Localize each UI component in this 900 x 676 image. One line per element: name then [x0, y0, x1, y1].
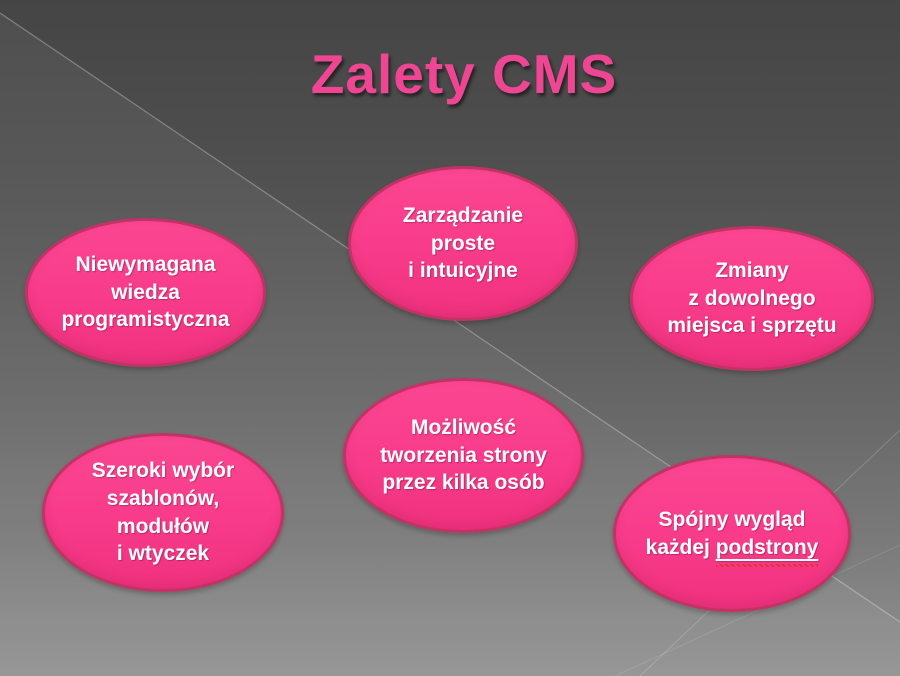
bubble-text-line: miejsca i sprzętu — [667, 314, 837, 338]
bubble-text-line: Szeroki wybór — [91, 459, 235, 483]
bubble-text-line: i intuicyjne — [408, 259, 518, 283]
bubble-text-line: modułów — [116, 514, 210, 538]
bubble-spojny-wyglad: Spójny wygląd każdej podstrony — [613, 455, 851, 612]
bubble-text-line: Zarządzanie — [402, 203, 524, 227]
bubble-zmiany-z-dowolnego: Zmiany z dowolnego miejsca i sprzętu — [630, 226, 874, 371]
bubble-text-line: z dowolnego — [688, 286, 816, 310]
bubble-text-line: Możliwość — [410, 415, 516, 439]
bubble-text-line: proste — [430, 231, 496, 255]
bubble-text-line: i wtyczek — [116, 542, 210, 566]
bubble-text-line: szablonów, — [106, 486, 220, 510]
bubble-szeroki-wybor: Szeroki wybór szablonów, modułów i wtycz… — [42, 433, 284, 592]
slide-title: Zalety CMS — [310, 43, 618, 105]
bubble-text-line: każdej podstrony — [646, 534, 819, 562]
bubble-text-fragment: każdej — [645, 535, 716, 559]
bubble-zarzadzanie-proste: Zarządzanie proste i intuicyjne — [348, 166, 578, 321]
misspelled-word-spellcheck-underline: podstrony — [715, 535, 819, 559]
bubble-text-line: tworzenia strony — [380, 443, 547, 467]
bubble-niewymagana-wiedza: Niewymagana wiedza programistyczna — [25, 218, 266, 367]
bubble-text-line: przez kilka osób — [382, 471, 545, 495]
bubble-mozliwosc-tworzenia: Możliwość tworzenia strony przez kilka o… — [343, 378, 584, 533]
bubble-text-line: Spójny wygląd — [658, 507, 806, 531]
bubble-text-line: programistyczna — [61, 308, 230, 332]
bubble-text-line: Zmiany — [715, 258, 789, 282]
bubble-text-line: Niewymagana — [75, 252, 216, 276]
bubble-text-line: wiedza — [111, 280, 180, 304]
